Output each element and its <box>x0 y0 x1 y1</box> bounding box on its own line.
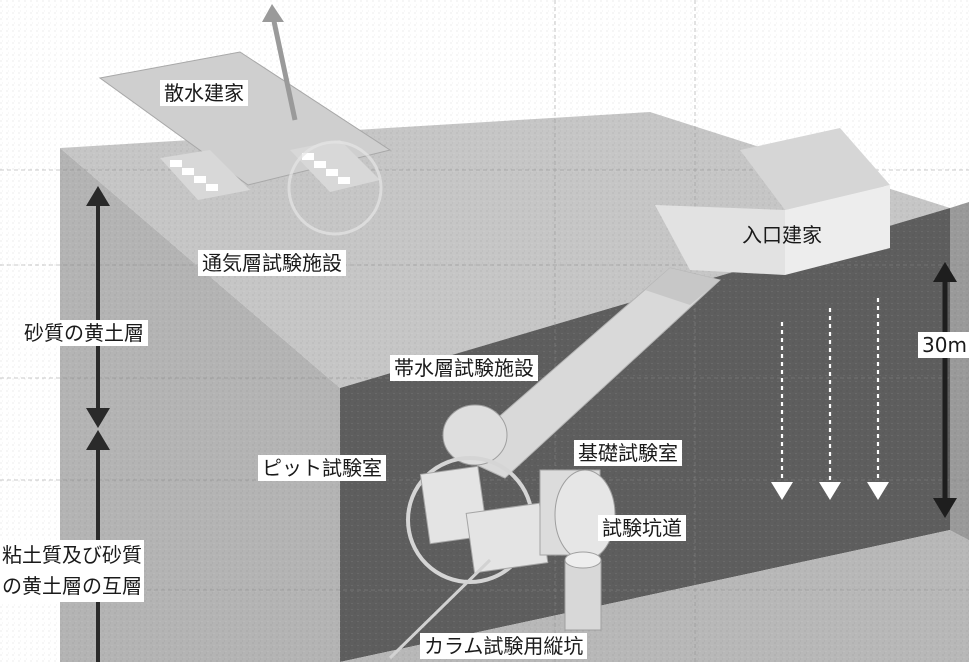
flow-arrows <box>780 298 880 488</box>
entrance-building <box>740 128 890 210</box>
label-sandy-loess: 砂質の黄土層 <box>20 320 148 346</box>
label-alternating-layers-line1: 粘土質及び砂質 <box>0 540 144 571</box>
label-aquifer-facility: 帯水層試験施設 <box>390 355 538 381</box>
label-test-tunnel: 試験坑道 <box>598 515 686 541</box>
underground-chambers <box>388 404 616 660</box>
label-entrance-building: 入口建家 <box>742 223 822 247</box>
label-sprinkler-building: 散水建家 <box>160 80 248 106</box>
sprinkler-units <box>160 140 383 236</box>
label-pit-room: ピット試験室 <box>258 455 386 481</box>
label-depth: 30m <box>918 332 969 358</box>
ventilation-arrow <box>264 2 298 121</box>
label-foundation-room: 基礎試験室 <box>574 440 682 466</box>
label-vadose-facility: 通気層試験施設 <box>198 250 346 276</box>
label-alternating-layers-line2: の黄土層の互層 <box>0 571 144 602</box>
label-column-shaft: カラム試験用縦坑 <box>420 633 588 659</box>
